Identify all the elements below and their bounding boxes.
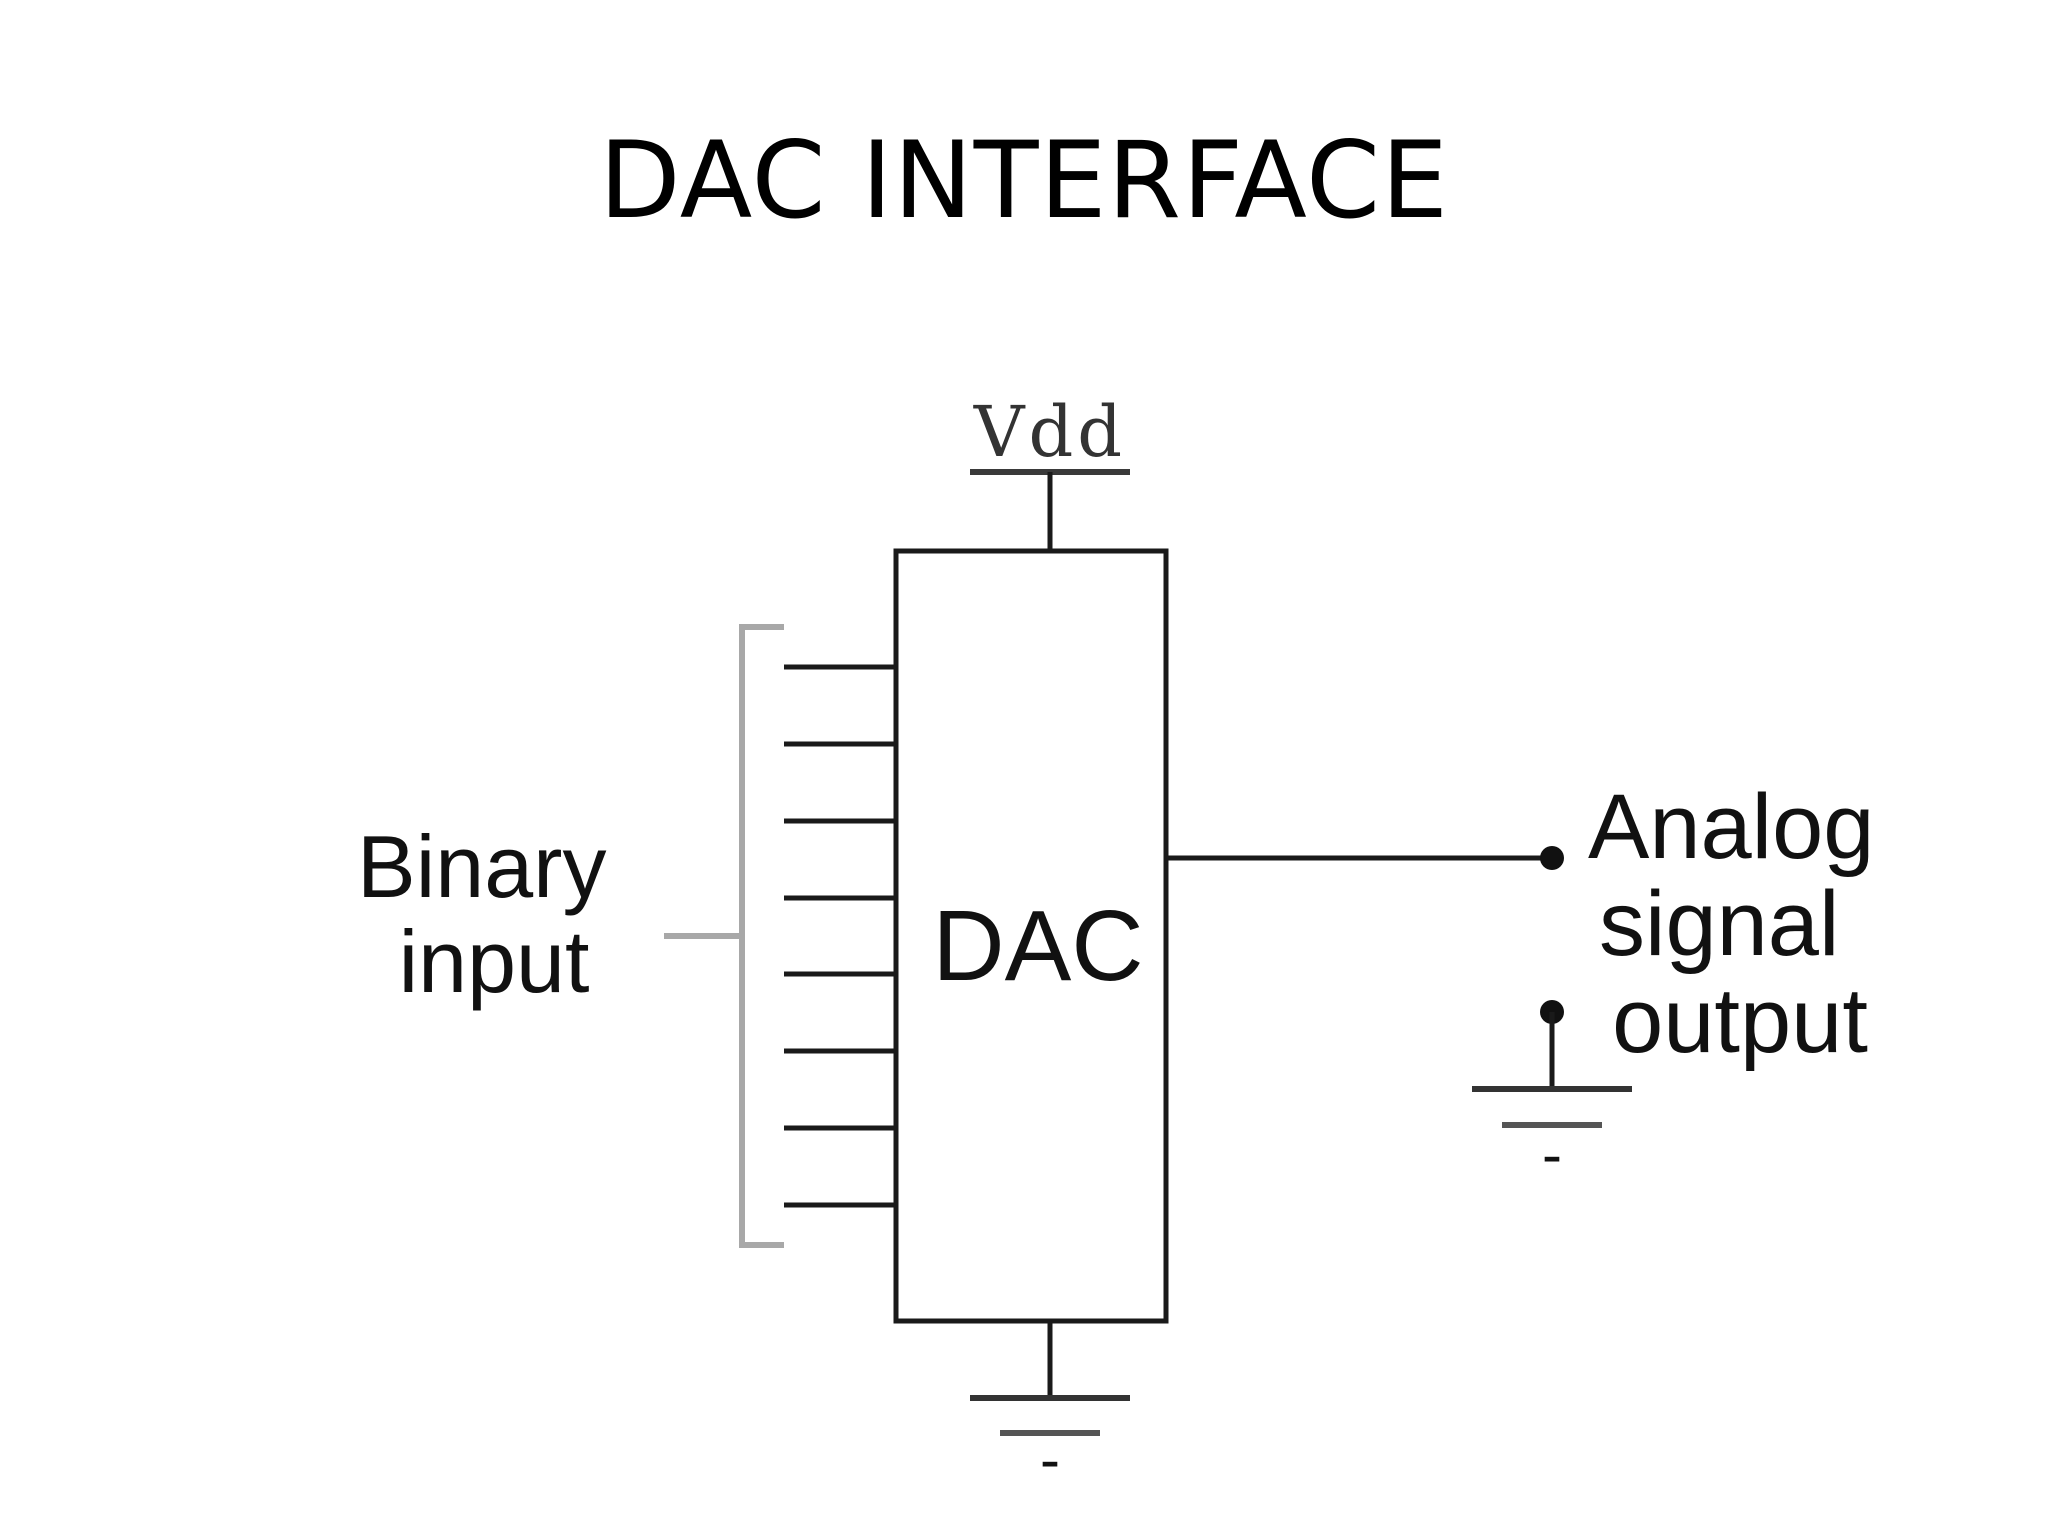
vdd-supply: Vdd	[970, 391, 1130, 551]
analog-output-label-line3: output	[1612, 970, 1868, 1072]
dac-block-label: DAC	[932, 890, 1143, 1002]
output-terminal	[1540, 846, 1564, 870]
output-ground-symbol: -	[1542, 1121, 1562, 1188]
output-ground: -	[1472, 1000, 1632, 1188]
dac-ground-symbol: -	[1040, 1426, 1060, 1493]
input-bracket	[739, 624, 784, 1248]
analog-output-label-line1: Analog	[1588, 776, 1874, 878]
slide-title: DAC INTERFACE	[599, 119, 1449, 242]
dac-block	[893, 548, 1169, 1324]
binary-input-lines	[784, 664, 896, 1208]
binary-input-label-line2: input	[399, 912, 590, 1011]
analog-output-label: Analog signal output	[1588, 776, 1900, 1072]
binary-input-label-line1: Binary	[357, 817, 606, 916]
analog-output-label-line2: signal	[1599, 873, 1839, 975]
vdd-label: Vdd	[973, 391, 1126, 473]
binary-input-label: Binary input	[357, 817, 631, 1011]
dac-ground: -	[970, 1321, 1130, 1493]
